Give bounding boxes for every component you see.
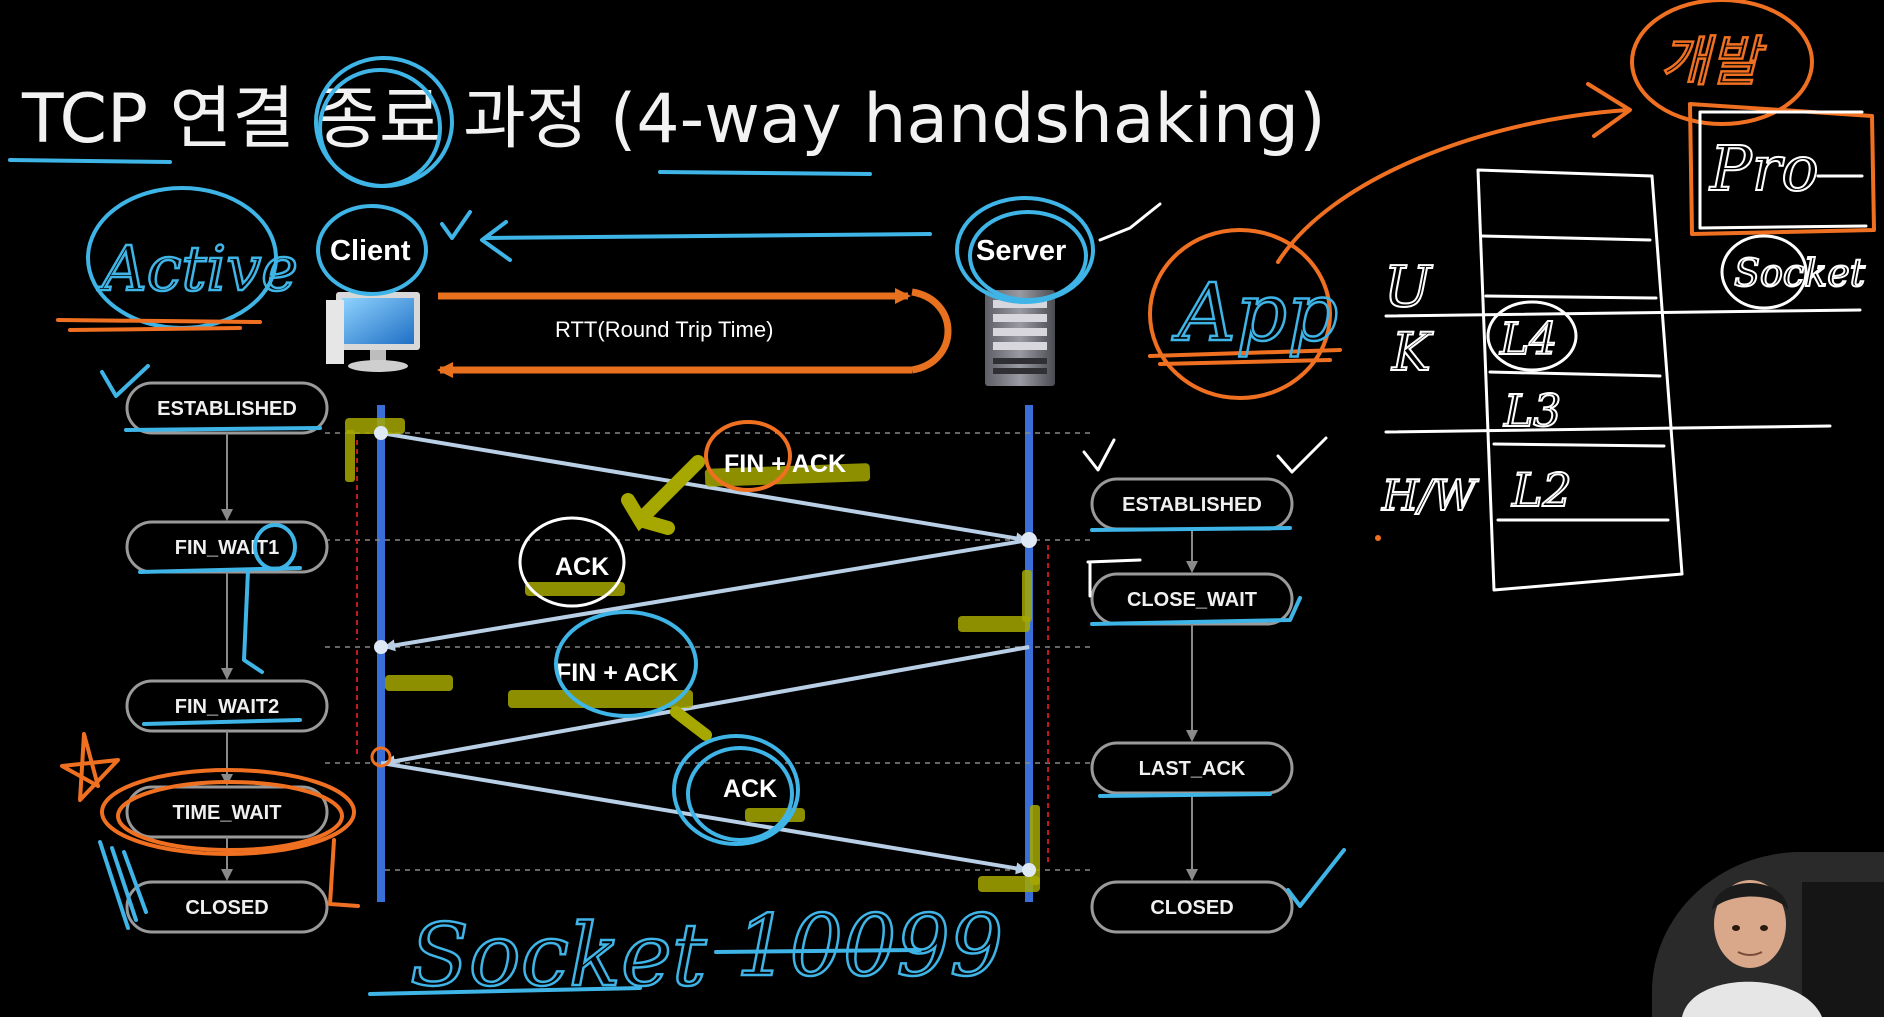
annotation-stack-k: K xyxy=(1391,323,1434,383)
msg-arrow-fin-ack-1 xyxy=(380,431,1028,545)
msg-arrow-ack-2 xyxy=(380,761,1028,875)
client-label: Client xyxy=(330,235,411,267)
msg-label-ack-2: ACK xyxy=(723,775,777,803)
client-state-established: ESTABLISHED xyxy=(125,381,329,435)
msg-label-ack-1: ACK xyxy=(555,553,609,581)
svg-text:FIN_WAIT1: FIN_WAIT1 xyxy=(175,537,279,559)
message-arrows xyxy=(380,431,1030,875)
pen-annotations xyxy=(8,0,1876,996)
annotation-socket-bottom: Socket xyxy=(410,906,707,1006)
page-title: TCP 연결 종료 과정 (4-way handshaking) xyxy=(21,80,1326,159)
client-state-closed: CLOSED xyxy=(125,880,329,934)
svg-text:FIN_WAIT2: FIN_WAIT2 xyxy=(175,696,279,718)
svg-text:CLOSE_WAIT: CLOSE_WAIT xyxy=(1127,589,1257,611)
client-state-time-wait: TIME_WAIT xyxy=(125,785,329,839)
annotation-proc: Pro xyxy=(1709,132,1819,205)
svg-text:CLOSED: CLOSED xyxy=(185,897,268,919)
msg-label-fin-ack-2: FIN + ACK xyxy=(556,659,678,687)
endpoint-dots xyxy=(374,426,1037,877)
annotation-number-bottom: 10099 xyxy=(736,897,1003,995)
server-state-closed: CLOSED xyxy=(1090,880,1294,934)
pointer-dot xyxy=(1375,535,1381,541)
svg-text:LAST_ACK: LAST_ACK xyxy=(1139,758,1246,780)
msg-arrow-fin-ack-2 xyxy=(383,645,1030,768)
presenter-avatar xyxy=(1652,852,1884,1017)
annotation-stack-hw: H/W xyxy=(1381,471,1480,520)
rtt-arrow xyxy=(437,288,952,378)
server-state-column: ESTABLISHED CLOSE_WAIT LAST_ACK CLOSED xyxy=(1090,477,1294,934)
rtt-dimension-markers xyxy=(356,440,1049,866)
client-state-fin-wait2: FIN_WAIT2 xyxy=(125,679,329,733)
svg-text:ESTABLISHED: ESTABLISHED xyxy=(1122,494,1262,516)
client-state-column: ESTABLISHED FIN_WAIT1 FIN_WAIT2 TIME_WAI… xyxy=(125,381,329,934)
annotation-stack-u: U xyxy=(1384,255,1433,320)
server-state-last-ack: LAST_ACK xyxy=(1090,741,1294,795)
client-state-fin-wait1: FIN_WAIT1 xyxy=(125,520,329,574)
time-wait-marker xyxy=(370,746,392,768)
server-state-close-wait: CLOSE_WAIT xyxy=(1090,572,1294,626)
handwritten-text: Active App Socket 10099 U K H/W L4 L3 L2… xyxy=(96,29,1867,1008)
server-tower-icon xyxy=(985,290,1055,386)
server-label: Server xyxy=(976,235,1066,267)
server-state-established: ESTABLISHED xyxy=(1090,477,1294,531)
svg-text:ESTABLISHED: ESTABLISHED xyxy=(157,398,297,420)
annotation-active: Active xyxy=(97,232,298,305)
annotation-layer-l3: L3 xyxy=(1503,386,1561,437)
svg-text:TIME_WAIT: TIME_WAIT xyxy=(173,802,282,824)
svg-text:CLOSED: CLOSED xyxy=(1150,897,1233,919)
msg-arrow-ack-1 xyxy=(383,538,1030,652)
client-computer-icon xyxy=(326,292,420,372)
annotation-layer-l2: L2 xyxy=(1511,463,1572,517)
annotation-korean-top: 개발 xyxy=(1660,30,1767,93)
annotation-layer-l4: L4 xyxy=(1499,314,1557,365)
timeline-guides xyxy=(325,432,1090,871)
rtt-label: RTT(Round Trip Time) xyxy=(555,317,773,342)
presenter-webcam xyxy=(1652,852,1884,1017)
annotation-socket-right: Socket xyxy=(1734,251,1866,295)
highlighter-marks xyxy=(345,418,1040,892)
annotation-app: App xyxy=(1171,266,1338,359)
